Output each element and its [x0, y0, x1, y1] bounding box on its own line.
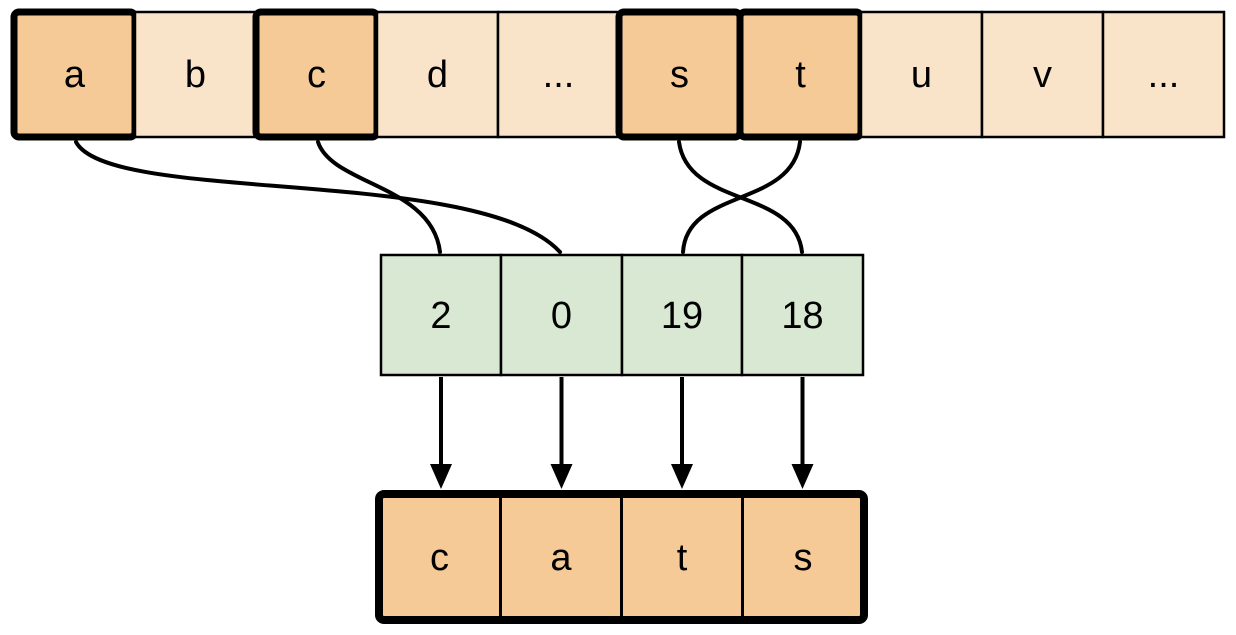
- alphabet-cell-ellipsis-1-label: ...: [543, 54, 575, 96]
- connector-a-to-0: [74, 140, 562, 254]
- alphabet-cell-a-label: a: [64, 54, 86, 96]
- index-to-result-arrows: [430, 377, 814, 489]
- arrow-0-to-a-head: [550, 464, 573, 489]
- alphabet-cell-ellipsis-2-box: [1101, 10, 1226, 139]
- alphabet-cell-b: b: [133, 10, 258, 139]
- arrow-19-to-t: [671, 377, 693, 489]
- index-cell-19: 19: [620, 253, 744, 377]
- alphabet-cell-b-label: b: [185, 54, 206, 96]
- alphabet-cell-u-label: u: [911, 54, 932, 96]
- arrow-18-to-s: [791, 377, 814, 489]
- alphabet-cell-ellipsis-2: ...: [1101, 10, 1226, 139]
- alphabet-cell-s-label: s: [670, 54, 689, 96]
- alphabet-cell-ellipsis-2-label: ...: [1148, 54, 1180, 96]
- index-cell-18: 18: [740, 253, 865, 377]
- alphabet-cell-c-label: c: [307, 54, 326, 96]
- alphabet-cell-u: u: [859, 10, 984, 139]
- index-cell-0-box: [499, 253, 624, 377]
- alphabet-cell-b-box: [133, 10, 258, 139]
- index-cell-19-value: 19: [661, 295, 703, 337]
- arrow-2-to-c-head: [430, 464, 452, 489]
- index-cell-18-box: [740, 253, 865, 377]
- index-cell-18-value: 18: [781, 295, 823, 337]
- alphabet-cell-v: v: [980, 10, 1105, 139]
- result-row: c a t s: [375, 490, 868, 624]
- index-row: 2 0 19 18: [379, 253, 865, 377]
- result-cell-t-label: t: [677, 537, 688, 579]
- alphabet-cell-t: t: [736, 8, 865, 141]
- index-cell-0: 0: [499, 253, 624, 377]
- alphabet-cell-ellipsis-1: ...: [496, 10, 621, 139]
- arrow-2-to-c: [430, 377, 452, 489]
- alphabet-cell-d-label: d: [427, 54, 448, 96]
- alphabet-cell-t-label: t: [795, 54, 806, 96]
- result-cell-s-label: s: [794, 537, 813, 579]
- result-cell-a-label: a: [550, 537, 572, 579]
- result-cell-c-label: c: [430, 537, 449, 579]
- index-cell-2: 2: [379, 253, 503, 377]
- arrow-0-to-a: [550, 377, 573, 489]
- index-cell-2-value: 2: [430, 295, 451, 337]
- alphabet-cell-c: c: [252, 8, 381, 141]
- alphabet-row: a b c d ... s t u: [10, 8, 1226, 141]
- alphabet-cell-v-label: v: [1033, 54, 1052, 96]
- alphabet-cell-d: d: [375, 10, 500, 139]
- alphabet-cell-u-box: [859, 10, 984, 139]
- arrow-18-to-s-head: [791, 464, 814, 489]
- alphabet-cell-v-box: [980, 10, 1105, 139]
- alphabet-cell-s: s: [615, 8, 744, 141]
- index-cell-2-box: [379, 253, 503, 377]
- letter-to-index-connectors: [74, 140, 804, 254]
- arrow-19-to-t-head: [671, 464, 693, 489]
- index-cell-0-value: 0: [551, 295, 572, 337]
- connector-t-to-19: [681, 140, 802, 254]
- connector-c-to-2: [316, 140, 442, 254]
- alphabet-cell-a: a: [10, 8, 139, 141]
